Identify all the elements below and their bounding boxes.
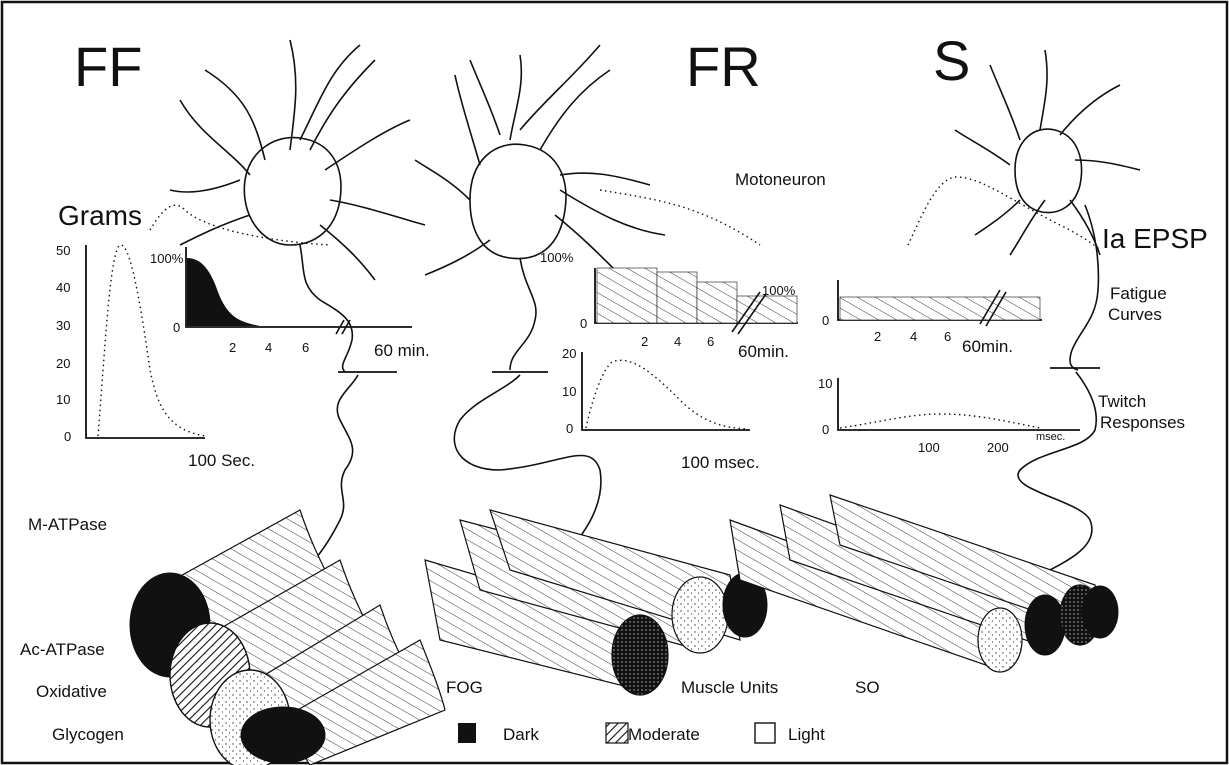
twitch-responses-line: Responses [1100, 413, 1185, 432]
s-twitch-x-tick: 100 [918, 440, 940, 455]
ff-twitch-y-tick: 30 [56, 318, 70, 333]
ff-fatigue-x-tick: 2 [229, 340, 236, 355]
stain-label-oxidative: Oxidative [36, 682, 107, 701]
ia-epsp-label: Ia EPSP [1102, 223, 1208, 254]
fatigue-curves-line: Fatigue [1110, 284, 1167, 303]
fr-fatigue-end-value: 100% [762, 283, 796, 298]
so-label: SO [855, 678, 880, 697]
legend-swatch-dark [458, 723, 476, 743]
stain-label-m-atpase: M-ATPase [28, 515, 107, 534]
fr-twitch-y-tick: 0 [566, 421, 573, 436]
s-fatigue-x-tick: 6 [944, 329, 951, 344]
s-twitch-y-tick: 10 [818, 376, 832, 391]
twitch-responses-line: Twitch [1098, 392, 1146, 411]
ff-twitch-y-tick: 0 [64, 429, 71, 444]
muscle-units-label: Muscle Units [681, 678, 778, 697]
ff-fatigue-y-tick: 0 [173, 320, 180, 335]
s-twitch-y-tick: 0 [822, 422, 829, 437]
fog-label: FOG [446, 678, 483, 697]
type-label-fr: FR [686, 35, 761, 98]
stain-legend: Dark Moderate Light [458, 723, 825, 744]
type-label-s: S [933, 29, 970, 92]
s-fatigue-x-tick: 4 [910, 329, 917, 344]
fr-fatigue-x-tick: 6 [707, 334, 714, 349]
fr-twitch-y-tick: 20 [562, 346, 576, 361]
s-fatigue-y-tick: 0 [822, 313, 829, 328]
legend-swatch-moderate [606, 723, 628, 743]
s-fatigue-x-tick: 2 [874, 329, 881, 344]
fr-fatigue-y-tick: 100% [540, 250, 574, 265]
legend-label-light: Light [788, 725, 825, 744]
ff-fatigue-end-label: 60 min. [374, 341, 430, 360]
s-fatigue-end-label: 60min. [962, 337, 1013, 356]
type-label-ff: FF [74, 35, 142, 98]
ff-fatigue-y-tick: 100% [150, 251, 184, 266]
fr-fatigue-x-tick: 4 [674, 334, 681, 349]
ff-twitch-time-label: 100 Sec. [188, 451, 255, 470]
motoneuron-label: Motoneuron [735, 170, 826, 189]
legend-label-dark: Dark [503, 725, 539, 744]
fr-fatigue-end-label: 60min. [738, 342, 789, 361]
grams-label: Grams [58, 200, 142, 231]
ff-twitch-y-tick: 50 [56, 243, 70, 258]
fatigue-curves-line: Curves [1108, 305, 1162, 324]
ff-twitch-y-tick: 40 [56, 280, 70, 295]
legend-swatch-light [755, 723, 775, 743]
ff-fatigue-x-tick: 6 [302, 340, 309, 355]
fr-fatigue-x-tick: 2 [641, 334, 648, 349]
fr-fatigue-y-tick: 0 [580, 316, 587, 331]
s-twitch-msec-label: msec. [1036, 431, 1065, 443]
fr-twitch-y-tick: 10 [562, 384, 576, 399]
fr-twitch-time-label: 100 msec. [681, 453, 759, 472]
ff-twitch-y-tick: 10 [56, 392, 70, 407]
ff-twitch-y-tick: 20 [56, 356, 70, 371]
ff-fatigue-x-tick: 4 [265, 340, 272, 355]
s-twitch-x-tick: 200 [987, 440, 1009, 455]
stain-label-glycogen: Glycogen [52, 725, 124, 744]
stain-label-ac-atpase: Ac-ATPase [20, 640, 105, 659]
s-fatigue-bars [840, 297, 1040, 320]
legend-label-moderate: Moderate [628, 725, 700, 744]
